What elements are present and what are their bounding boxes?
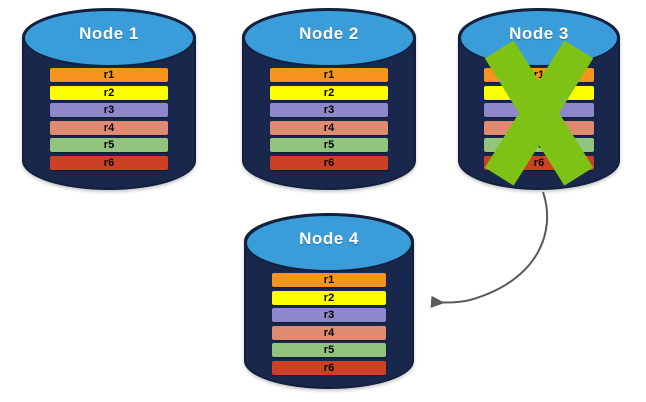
record-row: r3: [272, 308, 386, 322]
node-1-cylinder-top: [23, 9, 195, 67]
record-row: r1: [272, 273, 386, 287]
record-row: r4: [484, 120, 594, 135]
record-row: r5: [50, 138, 168, 152]
node-2-cylinder-top: [243, 9, 415, 67]
node-4-records: r1 r2 r3 r4 r5 r6: [272, 273, 386, 375]
arrow-path: [430, 191, 549, 308]
record-row: r4: [272, 325, 386, 340]
record-row: r6: [50, 155, 168, 170]
record-row: r2: [50, 85, 168, 100]
record-row: r6: [272, 360, 386, 375]
record-row: r2: [272, 290, 386, 305]
record-row: r4: [50, 120, 168, 135]
node-1[interactable]: Node 1 r1 r2 r3 r4 r5 r6: [22, 8, 196, 190]
record-row: r1: [50, 68, 168, 82]
record-row: r6: [484, 155, 594, 170]
record-row: r5: [272, 343, 386, 357]
record-row: r5: [270, 138, 388, 152]
record-row: r3: [50, 103, 168, 117]
record-row: r4: [270, 120, 388, 135]
node-4[interactable]: Node 4 r1 r2 r3 r4 r5 r6: [244, 213, 414, 389]
node-3[interactable]: Node 3 r1 r2 r3 r4 r5 r6: [458, 8, 620, 190]
record-row: r3: [270, 103, 388, 117]
record-row: r3: [484, 103, 594, 117]
node-2[interactable]: Node 2 r1 r2 r3 r4 r5 r6: [242, 8, 416, 190]
node-4-cylinder-top: [245, 214, 413, 272]
node-2-records: r1 r2 r3 r4 r5 r6: [270, 68, 388, 170]
record-row: r2: [270, 85, 388, 100]
record-row: r1: [484, 68, 594, 82]
node-3-records: r1 r2 r3 r4 r5 r6: [484, 68, 594, 170]
node-1-records: r1 r2 r3 r4 r5 r6: [50, 68, 168, 170]
record-row: r1: [270, 68, 388, 82]
record-row: r2: [484, 85, 594, 100]
record-row: r6: [270, 155, 388, 170]
node-3-cylinder-top: [459, 9, 619, 67]
record-row: r5: [484, 138, 594, 152]
